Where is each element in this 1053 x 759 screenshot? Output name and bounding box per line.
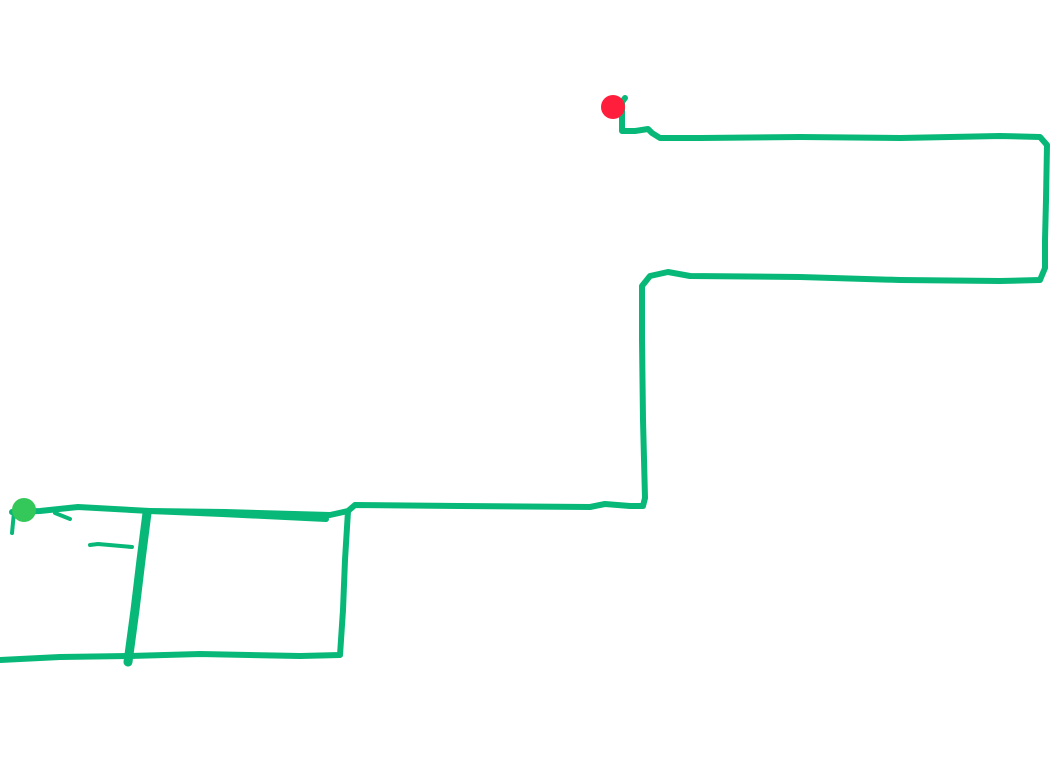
end-point-icon[interactable] — [600, 94, 626, 120]
route-track-overlap — [147, 508, 329, 522]
route-track-lower-loop — [0, 508, 351, 663]
route-track-spur — [88, 542, 134, 549]
route-track-main — [9, 95, 1050, 518]
start-point-icon[interactable] — [11, 497, 37, 523]
route-track-connector — [123, 508, 152, 667]
